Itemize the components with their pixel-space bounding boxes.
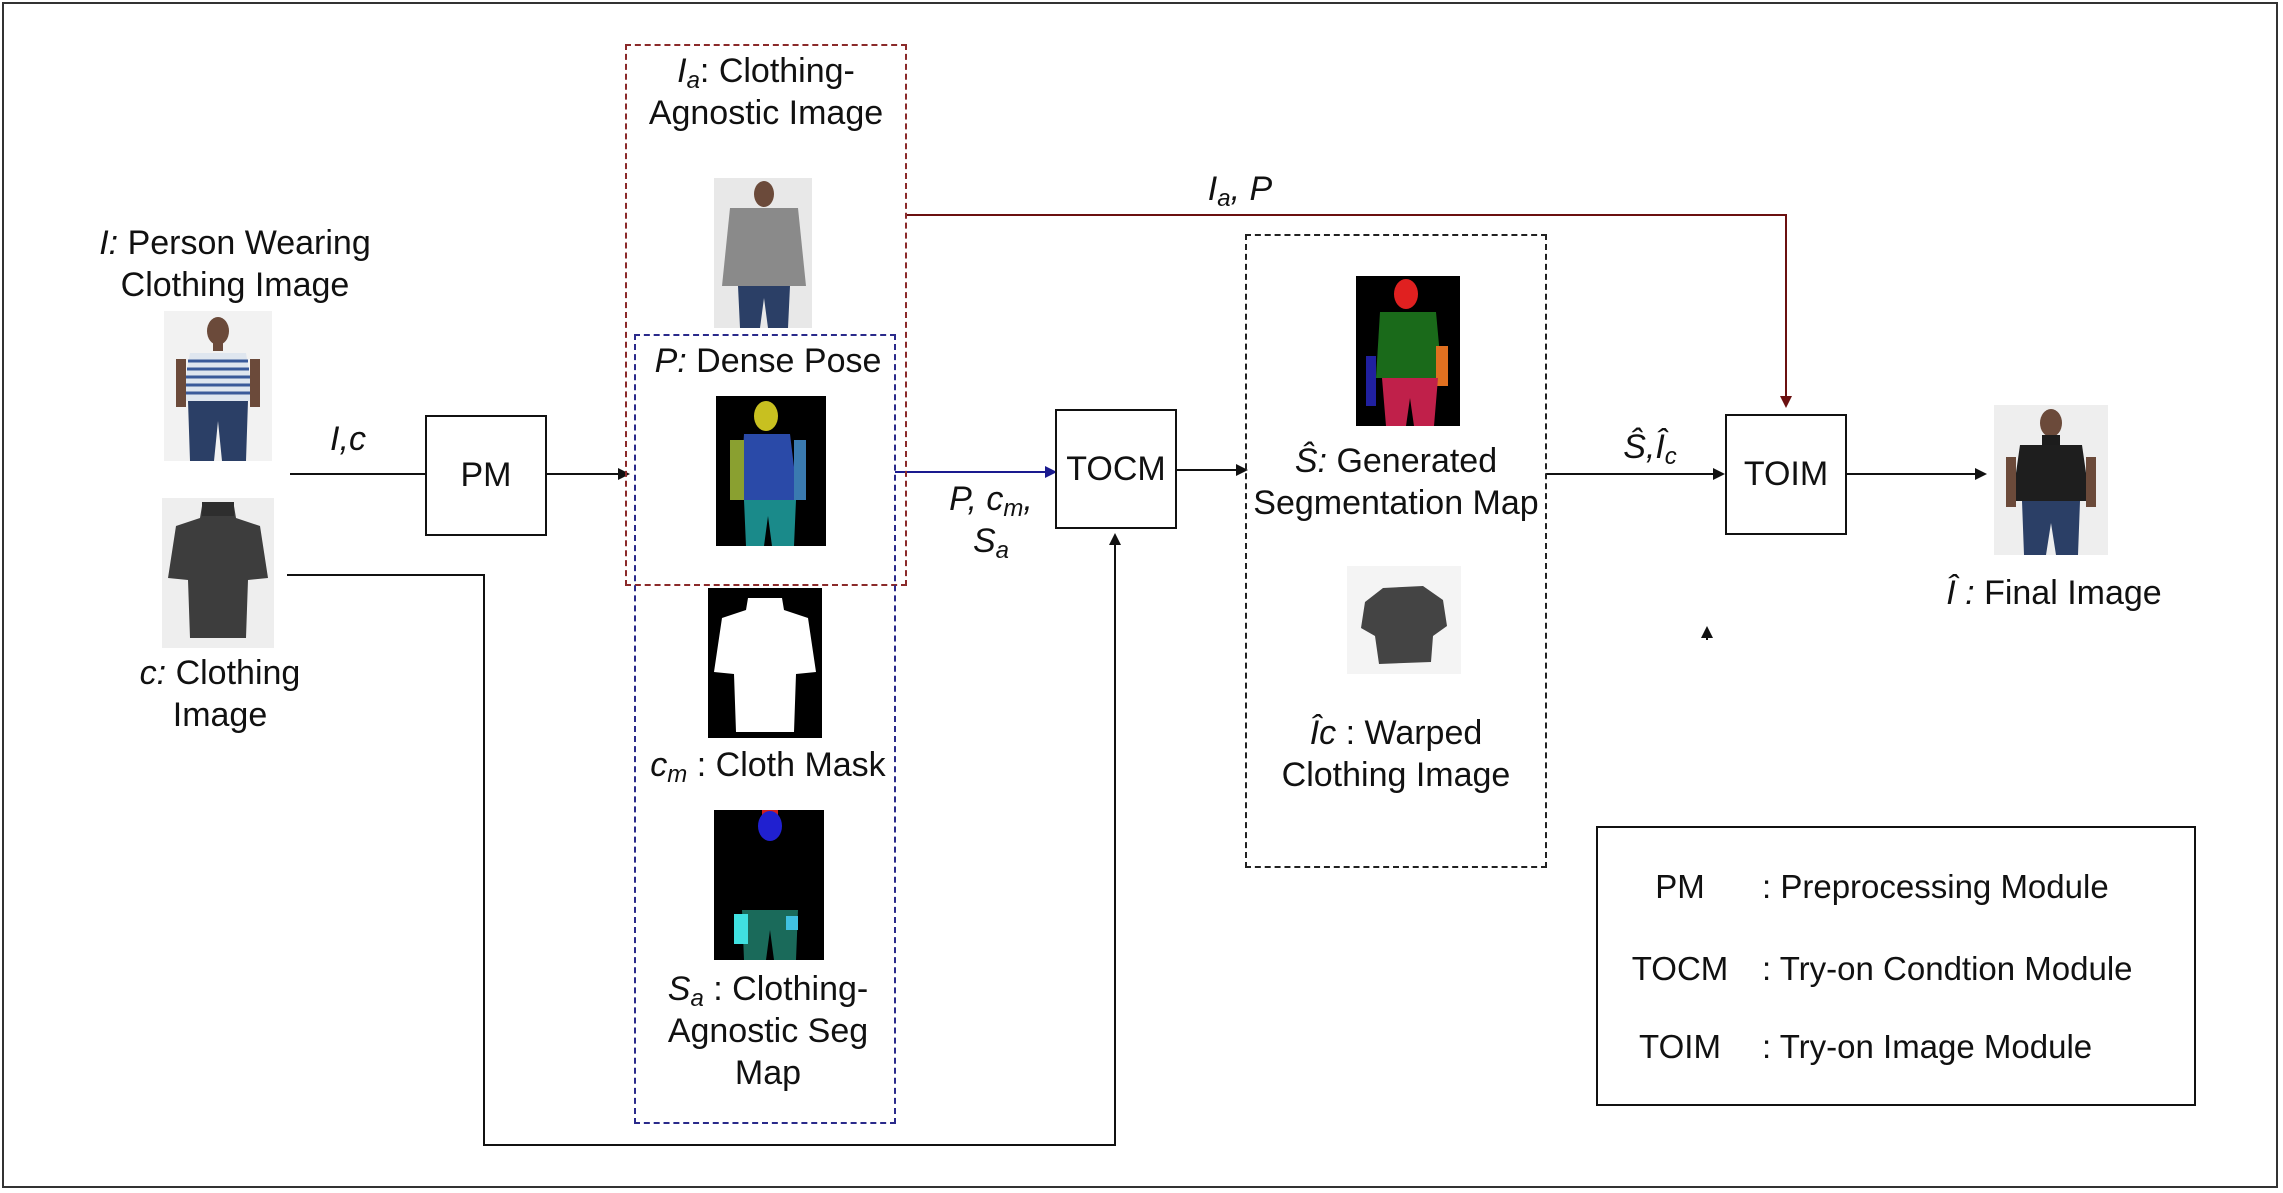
input-edge-label: I,c bbox=[330, 420, 366, 458]
legend-abbr: TOIM bbox=[1639, 1028, 1721, 1065]
dense-pose-label: P: Dense Pose bbox=[654, 342, 882, 380]
cloth-mask-thumbnail bbox=[708, 588, 822, 738]
agnostic-seg-thumbnail bbox=[714, 810, 824, 960]
final-image-label: Î : Final Image bbox=[1946, 574, 2162, 612]
person-image-thumbnail bbox=[164, 311, 272, 461]
dense-pose-thumbnail bbox=[716, 396, 826, 546]
toim-top-edge-label: Ia, P bbox=[1207, 170, 1273, 212]
warped-cloth-label: Îc : Warped Clothing Image bbox=[1281, 714, 1511, 794]
warped-cloth-thumbnail bbox=[1347, 566, 1461, 674]
legend-box: PM : Preprocessing Module TOCM : Try-on … bbox=[1596, 826, 2196, 1106]
agnostic-image-thumbnail bbox=[714, 178, 812, 328]
tocm-input-label: P, cm, Sa bbox=[949, 480, 1033, 564]
preprocess-group-blue bbox=[634, 334, 896, 1124]
agnostic-seg-label: Sa : Clothing- Agnostic Seg Map bbox=[667, 970, 869, 1092]
edge-cloth-to-tocm bbox=[287, 533, 1121, 1146]
clothing-image-label: c: Clothing Image bbox=[139, 654, 301, 734]
agnostic-image-label: Ia: Clothing- Agnostic Image bbox=[648, 52, 884, 132]
preprocess-group-red bbox=[625, 44, 907, 586]
person-image-label: I: Person Wearing Clothing Image bbox=[99, 224, 371, 304]
final-image-thumbnail bbox=[1994, 405, 2108, 555]
generated-seg-label: Ŝ: Generated Segmentation Map bbox=[1253, 442, 1539, 522]
legend-description: : Preprocessing Module bbox=[1762, 868, 2109, 905]
generated-seg-thumbnail bbox=[1356, 276, 1460, 426]
tocm-box: TOCM bbox=[1055, 409, 1177, 529]
pm-box: PM bbox=[425, 415, 547, 536]
cloth-mask-label: cm : Cloth Mask bbox=[650, 746, 886, 788]
legend-abbr: PM bbox=[1655, 868, 1705, 905]
tocm-output-group bbox=[1245, 234, 1547, 868]
legend-abbr: TOCM bbox=[1631, 950, 1729, 987]
toim-left-edge-label: Ŝ,Îc bbox=[1623, 428, 1677, 470]
edge-agnostic-to-toim bbox=[906, 214, 1792, 408]
toim-box: TOIM bbox=[1725, 414, 1847, 535]
legend-description: : Try-on Condtion Module bbox=[1762, 950, 2133, 987]
legend-description: : Try-on Image Module bbox=[1762, 1028, 2093, 1065]
clothing-image-thumbnail bbox=[162, 498, 274, 648]
